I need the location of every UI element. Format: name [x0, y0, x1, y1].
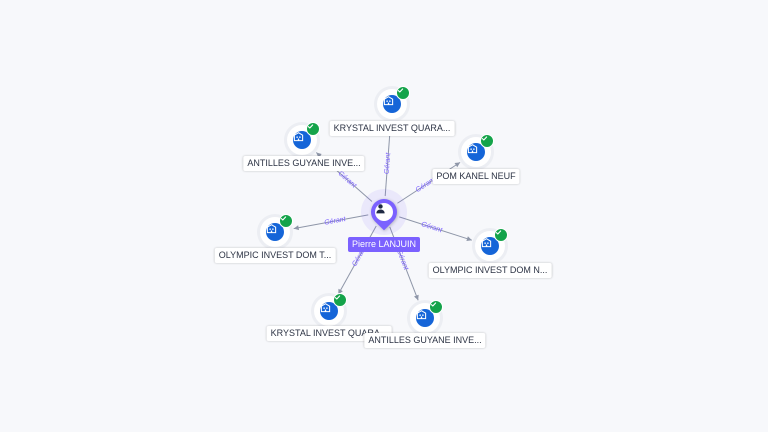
company-label-olympic-right[interactable]: OLYMPIC INVEST DOM N... [428, 263, 552, 278]
arrow-icon [316, 152, 322, 158]
person-icon [375, 203, 393, 221]
building-icon [320, 302, 338, 320]
building-icon [293, 131, 311, 149]
company-label-krystal-bottom[interactable]: KRYSTAL INVEST QUARA... [266, 326, 392, 341]
company-node-olympic-right[interactable] [475, 228, 508, 261]
edge-olympic-right [399, 216, 473, 241]
company-label-antilles-bottom[interactable]: ANTILLES GUYANE INVE... [364, 333, 486, 348]
company-label-krystal-top[interactable]: KRYSTAL INVEST QUARA... [329, 121, 455, 136]
check-badge-icon [306, 122, 320, 136]
edge-label-olympic-right: Gérant [420, 221, 444, 235]
arrow-icon [338, 288, 343, 295]
check-badge-icon [429, 300, 443, 314]
edge-label-antilles-bottom: Gérant [395, 249, 410, 272]
person-label[interactable]: Pierre LANJUIN [347, 237, 421, 252]
arrow-icon [293, 225, 300, 231]
company-label-antilles-top[interactable]: ANTILLES GUYANE INVE... [243, 156, 365, 171]
check-badge-icon [494, 228, 508, 242]
arrow-icon [466, 236, 472, 242]
company-node-olympic-left[interactable] [260, 214, 293, 247]
building-icon [383, 95, 401, 113]
building-icon [266, 223, 284, 241]
building-icon [481, 237, 499, 255]
edge-label-olympic-left: Gérant [324, 216, 347, 227]
check-badge-icon [480, 134, 494, 148]
company-node-krystal-top[interactable] [377, 86, 410, 119]
building-icon [416, 309, 434, 327]
edge-olympic-left [293, 214, 369, 230]
check-badge-icon [279, 214, 293, 228]
check-badge-icon [396, 86, 410, 100]
company-node-antilles-top[interactable] [287, 122, 320, 155]
company-node-krystal-bottom[interactable] [314, 293, 347, 326]
check-badge-icon [333, 293, 347, 307]
building-icon [467, 143, 485, 161]
company-node-pom-kanel[interactable] [461, 134, 494, 167]
arrow-icon [414, 294, 419, 301]
company-label-pom-kanel[interactable]: POM KANEL NEUF [432, 169, 520, 184]
company-label-olympic-left[interactable]: OLYMPIC INVEST DOM T... [214, 248, 336, 263]
company-node-antilles-bottom[interactable] [410, 300, 443, 333]
edge-label-antilles-top: Gérant [337, 170, 358, 190]
edge-label-krystal-top: Gérant [384, 151, 393, 174]
arrow-icon [454, 162, 461, 168]
